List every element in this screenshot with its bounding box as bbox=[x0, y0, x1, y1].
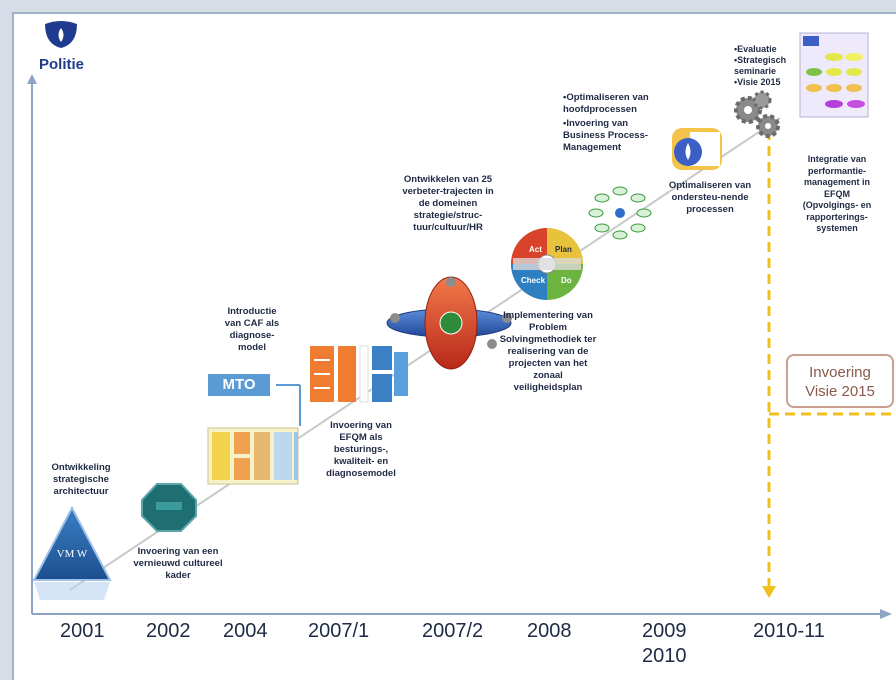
year-2010: 2010 bbox=[642, 645, 687, 667]
pdca-do: Do bbox=[561, 276, 572, 285]
year-2002: 2002 bbox=[146, 620, 191, 642]
year-2009: 2009 bbox=[642, 620, 687, 642]
milestone-2009-list-1: •Optimaliseren van hoofdprocessen bbox=[563, 92, 649, 115]
milestone-2010-integration-text: Integratie van performantie-management i… bbox=[802, 154, 872, 233]
list-item-evaluatie: •Evaluatie bbox=[734, 44, 777, 54]
process-ring-icon bbox=[588, 186, 652, 240]
caf-model-icon bbox=[207, 427, 299, 485]
triangle-label: VM W bbox=[57, 548, 88, 560]
year-2008: 2008 bbox=[527, 620, 572, 642]
improvement-trajects-icon bbox=[386, 276, 512, 370]
mto-label: MTO bbox=[208, 374, 270, 396]
politie-logo-icon bbox=[45, 21, 77, 48]
invoering-box-line2: Visie 2015 bbox=[805, 383, 875, 400]
invoering-box-line1: Invoering bbox=[809, 364, 871, 381]
pdca-check: Check bbox=[521, 276, 546, 285]
milestone-2001-text: Ontwikkeling strategische architectuur bbox=[51, 462, 111, 497]
year-2010-11: 2010-11 bbox=[753, 620, 825, 642]
support-process-icon bbox=[672, 128, 722, 170]
milestone-2009-support-text: Optimaliseren van ondersteu-nende proces… bbox=[668, 180, 752, 215]
milestone-2010-list: •Evaluatie •Strategisch seminarie •Visie… bbox=[734, 44, 796, 88]
year-2001: 2001 bbox=[60, 620, 105, 642]
list-item-seminarie: •Strategisch seminarie bbox=[734, 55, 787, 76]
year-2007-1: 2007/1 bbox=[308, 620, 370, 642]
vmw-triangle-icon bbox=[32, 505, 112, 600]
politie-logo-text: Politie bbox=[39, 56, 85, 73]
culture-octagon-icon bbox=[141, 483, 197, 532]
pdca-plan: Plan bbox=[555, 245, 572, 254]
milestone-2004-text: Introductie van CAF als diagnose-model bbox=[224, 306, 280, 353]
y-axis bbox=[27, 74, 37, 614]
pdca-act: Act bbox=[529, 245, 542, 254]
visie-2015-chart-icon bbox=[799, 32, 869, 118]
invoering-visie-box: Invoering Visie 2015 bbox=[786, 354, 894, 408]
year-2004: 2004 bbox=[223, 620, 268, 642]
year-2007-2: 2007/2 bbox=[422, 620, 484, 642]
efqm-model-icon bbox=[310, 345, 408, 403]
milestone-2008-text: Implementering van Problem Solvingmethod… bbox=[499, 310, 597, 393]
x-axis bbox=[32, 609, 892, 619]
dashed-projection-lines bbox=[762, 130, 894, 598]
milestone-2007-1-text: Invoering van EFQM als besturings-, kwal… bbox=[326, 420, 396, 479]
pdca-wheel-icon bbox=[511, 228, 583, 300]
milestone-2009-list-2: •Invoering van Business Process-Manageme… bbox=[563, 118, 649, 153]
milestone-2002-text: Invoering van een vernieuwd cultureel ka… bbox=[133, 546, 223, 581]
gears-icon bbox=[734, 90, 780, 138]
list-item-visie: •Visie 2015 bbox=[734, 77, 781, 87]
milestone-2007-2-text: Ontwikkelen van 25 verbeter-trajecten in… bbox=[402, 174, 494, 233]
